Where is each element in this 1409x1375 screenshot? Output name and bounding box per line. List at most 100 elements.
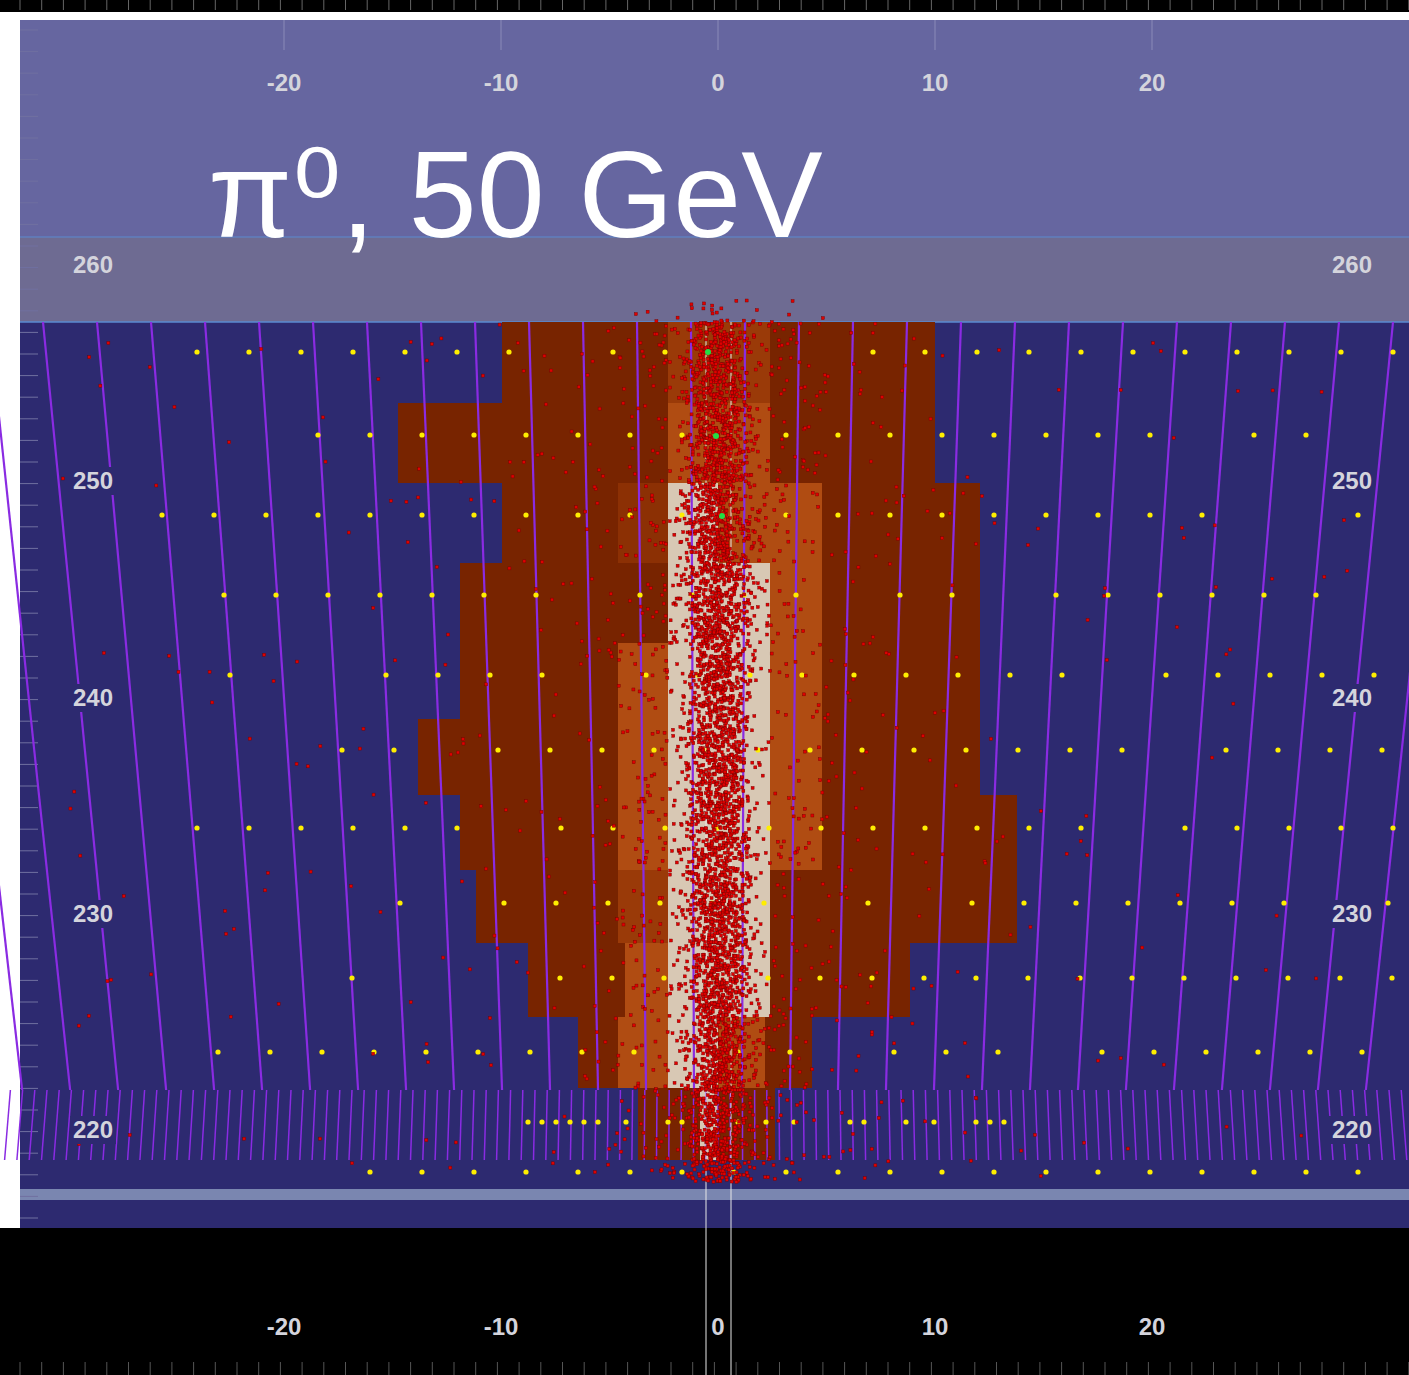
yellow-dot — [605, 900, 610, 905]
yellow-dot — [419, 1169, 424, 1174]
red-deposit — [746, 447, 749, 450]
red-deposit — [728, 1087, 731, 1090]
red-deposit — [691, 648, 694, 651]
yellow-dot — [955, 672, 960, 677]
yellow-dot — [547, 747, 552, 752]
yellow-dot — [643, 672, 648, 677]
yellow-dot — [1355, 512, 1360, 517]
yellow-dot — [1390, 825, 1395, 830]
yellow-dot — [783, 1169, 788, 1174]
yellow-dot — [887, 1169, 892, 1174]
yellow-dot — [539, 672, 544, 677]
yellow-dot — [761, 900, 766, 905]
red-deposit — [718, 1026, 721, 1029]
red-deposit — [704, 1028, 707, 1031]
yellow-dot — [246, 825, 251, 830]
red-deposit — [728, 588, 731, 591]
red-deposit — [689, 940, 692, 943]
red-deposit — [743, 583, 746, 586]
yellow-dot — [859, 747, 864, 752]
yellow-dot — [487, 672, 492, 677]
red-deposit — [750, 474, 753, 477]
red-deposit — [732, 1171, 735, 1174]
yellow-dot — [1229, 900, 1234, 905]
red-deposit — [679, 1036, 682, 1039]
red-deposit — [752, 581, 755, 584]
red-deposit — [688, 683, 691, 686]
yellow-dot — [1359, 1049, 1364, 1054]
yellow-dot — [662, 349, 667, 354]
strip-line — [657, 1090, 658, 1160]
yellow-dot — [506, 349, 511, 354]
red-deposit — [686, 828, 689, 831]
red-deposit — [727, 848, 730, 851]
red-deposit — [748, 810, 751, 813]
red-deposit — [702, 668, 705, 671]
yellow-dot — [974, 349, 979, 354]
red-deposit — [748, 1128, 751, 1131]
yellow-dot — [1303, 1169, 1308, 1174]
yellow-dot — [350, 349, 355, 354]
bottom-strip — [0, 1228, 1409, 1375]
red-deposit — [759, 549, 762, 552]
red-deposit — [699, 669, 702, 672]
top-strip — [0, 0, 1409, 12]
red-deposit — [698, 694, 701, 697]
red-deposit — [687, 500, 690, 503]
red-deposit — [740, 498, 743, 501]
yellow-dot — [367, 1169, 372, 1174]
strip-line — [828, 1090, 829, 1160]
red-deposit — [720, 989, 723, 992]
yellow-dot — [1234, 825, 1239, 830]
red-deposit — [736, 479, 739, 482]
yellow-dot — [963, 747, 968, 752]
yellow-dot — [1223, 747, 1228, 752]
yellow-dot — [1053, 592, 1058, 597]
yellow-dot — [969, 900, 974, 905]
yellow-dot — [1078, 825, 1083, 830]
yellow-dot — [1355, 1169, 1360, 1174]
red-deposit — [691, 462, 694, 465]
red-deposit — [710, 322, 713, 325]
yellow-dot — [1147, 432, 1152, 437]
red-deposit — [681, 1014, 684, 1017]
red-deposit — [707, 362, 710, 365]
yellow-dot — [523, 432, 528, 437]
yellow-dot — [1177, 900, 1182, 905]
yellow-dot — [454, 825, 459, 830]
red-deposit — [738, 614, 741, 617]
red-deposit — [728, 494, 731, 497]
energy-cell — [398, 403, 502, 483]
red-deposit — [727, 1090, 730, 1093]
strip-line — [803, 1090, 804, 1160]
red-deposit — [686, 557, 689, 560]
yellow-dot — [1285, 975, 1290, 980]
red-deposit — [758, 535, 761, 538]
yellow-dot — [1251, 1169, 1256, 1174]
red-deposit — [691, 453, 694, 456]
red-deposit — [743, 1080, 746, 1083]
red-deposit — [708, 784, 711, 787]
strip-line — [791, 1090, 792, 1160]
red-deposit — [699, 1109, 702, 1112]
yellow-dot — [1337, 975, 1342, 980]
yellow-dot — [1209, 592, 1214, 597]
yellow-dot — [553, 1119, 558, 1124]
red-deposit — [729, 873, 732, 876]
red-deposit — [700, 809, 703, 812]
yellow-dot — [391, 747, 396, 752]
yellow-dot — [835, 1169, 840, 1174]
yellow-dot — [1215, 672, 1220, 677]
yellow-dot — [1007, 672, 1012, 677]
red-deposit — [698, 787, 701, 790]
red-deposit — [690, 985, 693, 988]
red-deposit — [683, 712, 686, 715]
yellow-dot — [553, 900, 558, 905]
yellow-dot — [402, 825, 407, 830]
red-deposit — [694, 1117, 697, 1120]
yellow-dot — [1379, 747, 1384, 752]
red-deposit — [694, 1120, 697, 1123]
red-deposit — [715, 1138, 718, 1141]
red-deposit — [671, 849, 674, 852]
red-deposit — [718, 1166, 721, 1169]
